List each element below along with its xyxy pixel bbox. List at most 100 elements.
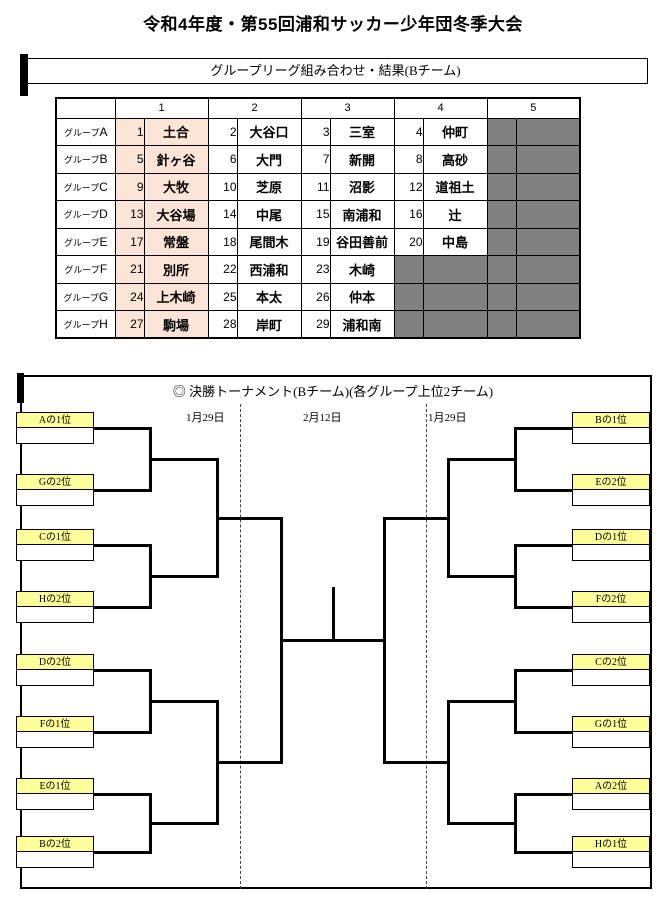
bracket-slot-label: Cの1位: [17, 530, 93, 545]
empty-cell: [486, 282, 517, 311]
bracket-line: [516, 489, 572, 492]
bracket-slot-label: Fの1位: [17, 717, 93, 732]
bracket-slot: Cの2位: [572, 654, 650, 686]
team-number-cell: 9: [114, 172, 145, 201]
team-name-cell: 芝原: [236, 172, 302, 201]
team-number-cell: 1: [114, 117, 145, 146]
empty-cell: [393, 282, 424, 311]
bracket-slot-label: Eの1位: [17, 779, 93, 794]
team-name-cell: 新開: [329, 145, 395, 174]
bracket-slot-label: Aの2位: [573, 779, 649, 794]
col-header: 3: [300, 97, 395, 119]
team-name-cell: 大門: [236, 145, 302, 174]
bracket-line: [449, 700, 516, 703]
bracket-line: [516, 793, 572, 796]
bracket-border: [20, 375, 652, 889]
empty-cell: [486, 172, 517, 201]
bracket-slot: Aの2位: [572, 778, 650, 810]
team-number-cell: 20: [393, 227, 424, 256]
bracket-line: [332, 587, 335, 642]
team-number-cell: 5: [114, 145, 145, 174]
bracket-slot: Fの1位: [16, 716, 94, 748]
team-name-cell: 駒場: [143, 310, 209, 339]
team-name-cell: 辻: [422, 200, 488, 229]
team-name-cell: 中島: [422, 227, 488, 256]
col-header: 4: [393, 97, 488, 119]
empty-cell: [486, 310, 517, 339]
bracket-slot-label: Aの1位: [17, 413, 93, 428]
group-table-subtitle: グループリーグ組み合わせ・結果(Bチーム): [23, 58, 648, 84]
team-number-cell: 16: [393, 200, 424, 229]
round-date-right: 1月29日: [428, 412, 467, 424]
bracket-slot-label: Gの2位: [17, 475, 93, 490]
bracket-line: [150, 822, 217, 825]
group-label: グループG: [55, 282, 116, 311]
empty-cell: [422, 255, 488, 284]
team-name-cell: 中尾: [236, 200, 302, 229]
bracket-line: [150, 575, 217, 578]
team-number-cell: 4: [393, 117, 424, 146]
bracket-slot-score: [17, 490, 93, 505]
team-number-cell: 27: [114, 310, 145, 339]
team-name-cell: 南浦和: [329, 200, 395, 229]
subtitle-accent-bar: [20, 54, 28, 96]
team-name-cell: 西浦和: [236, 255, 302, 284]
team-number-cell: 14: [207, 200, 238, 229]
bracket-line: [449, 575, 516, 578]
bracket-slot-score: [17, 607, 93, 622]
bracket-line: [150, 700, 217, 703]
group-label: グループE: [55, 227, 116, 256]
bracket-accent-bar: [17, 373, 24, 403]
team-number-cell: 28: [207, 310, 238, 339]
bracket-slot-label: Dの2位: [17, 655, 93, 670]
bracket-line: [94, 544, 150, 547]
bracket-line: [516, 851, 572, 854]
team-name-cell: 上木崎: [143, 282, 209, 311]
bracket-slot: Dの1位: [572, 529, 650, 561]
bracket-slot: Bの2位: [16, 836, 94, 868]
bracket-slot: Eの1位: [16, 778, 94, 810]
empty-cell: [393, 310, 424, 339]
team-number-cell: 17: [114, 227, 145, 256]
bracket-slot-score: [573, 428, 649, 443]
team-number-cell: 7: [300, 145, 331, 174]
empty-cell: [422, 282, 488, 311]
team-name-cell: 仲町: [422, 117, 488, 146]
group-label: グループF: [55, 255, 116, 284]
empty-cell: [515, 117, 581, 146]
bracket-slot-score: [573, 545, 649, 560]
team-name-cell: 木崎: [329, 255, 395, 284]
group-label: グループH: [55, 310, 116, 339]
bracket-slot-score: [573, 607, 649, 622]
empty-cell: [486, 255, 517, 284]
bracket-slot-label: Hの2位: [17, 592, 93, 607]
bracket-line: [94, 427, 150, 430]
col-header: 2: [207, 97, 302, 119]
empty-cell: [515, 255, 581, 284]
bracket-slot: Aの1位: [16, 412, 94, 444]
group-label: グループA: [55, 117, 116, 146]
bracket-line: [94, 851, 150, 854]
team-number-cell: 13: [114, 200, 145, 229]
round-divider-line: [240, 404, 241, 889]
bracket-line: [217, 761, 281, 764]
empty-cell: [422, 310, 488, 339]
bracket-line: [516, 606, 572, 609]
team-number-cell: 15: [300, 200, 331, 229]
bracket-slot-label: Gの1位: [573, 717, 649, 732]
bracket-slot: Eの2位: [572, 474, 650, 506]
team-number-cell: 6: [207, 145, 238, 174]
bracket-slot: Fの2位: [572, 591, 650, 623]
empty-cell: [515, 282, 581, 311]
bracket-slot-score: [17, 732, 93, 747]
round-date-center: 2月12日: [303, 412, 342, 424]
team-name-cell: 岸町: [236, 310, 302, 339]
